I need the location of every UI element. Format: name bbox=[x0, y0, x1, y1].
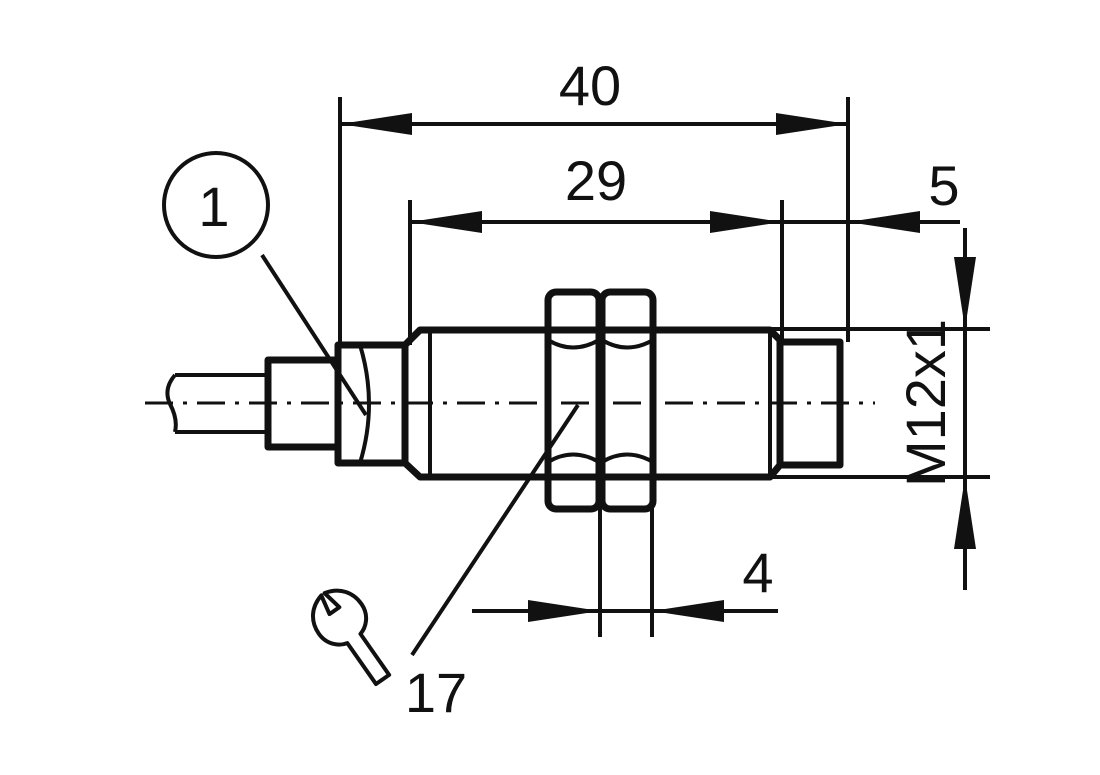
dimension-tip-length bbox=[782, 211, 960, 233]
wrench-leader-line bbox=[410, 403, 580, 657]
dimension-nut-thickness bbox=[472, 480, 778, 637]
dimension-thread-length bbox=[408, 200, 784, 345]
threaded-body bbox=[402, 326, 844, 481]
wrench-size-label: 17 bbox=[405, 661, 467, 724]
dimension-thread-diameter bbox=[770, 228, 990, 590]
dimension-thread-diameter-label: M12x1 bbox=[894, 319, 957, 487]
dimension-tip-length-label: 5 bbox=[928, 154, 959, 217]
dimension-overall-length-label: 40 bbox=[559, 54, 621, 117]
dimension-nut-thickness-label: 4 bbox=[742, 541, 773, 604]
dimension-thread-length-label: 29 bbox=[565, 149, 627, 212]
callout-bubble bbox=[162, 151, 368, 417]
dimension-overall-length bbox=[338, 97, 850, 345]
wrench-icon bbox=[311, 588, 392, 687]
cable bbox=[165, 373, 268, 434]
callout-number: 1 bbox=[198, 175, 229, 238]
nut-right bbox=[598, 288, 657, 513]
